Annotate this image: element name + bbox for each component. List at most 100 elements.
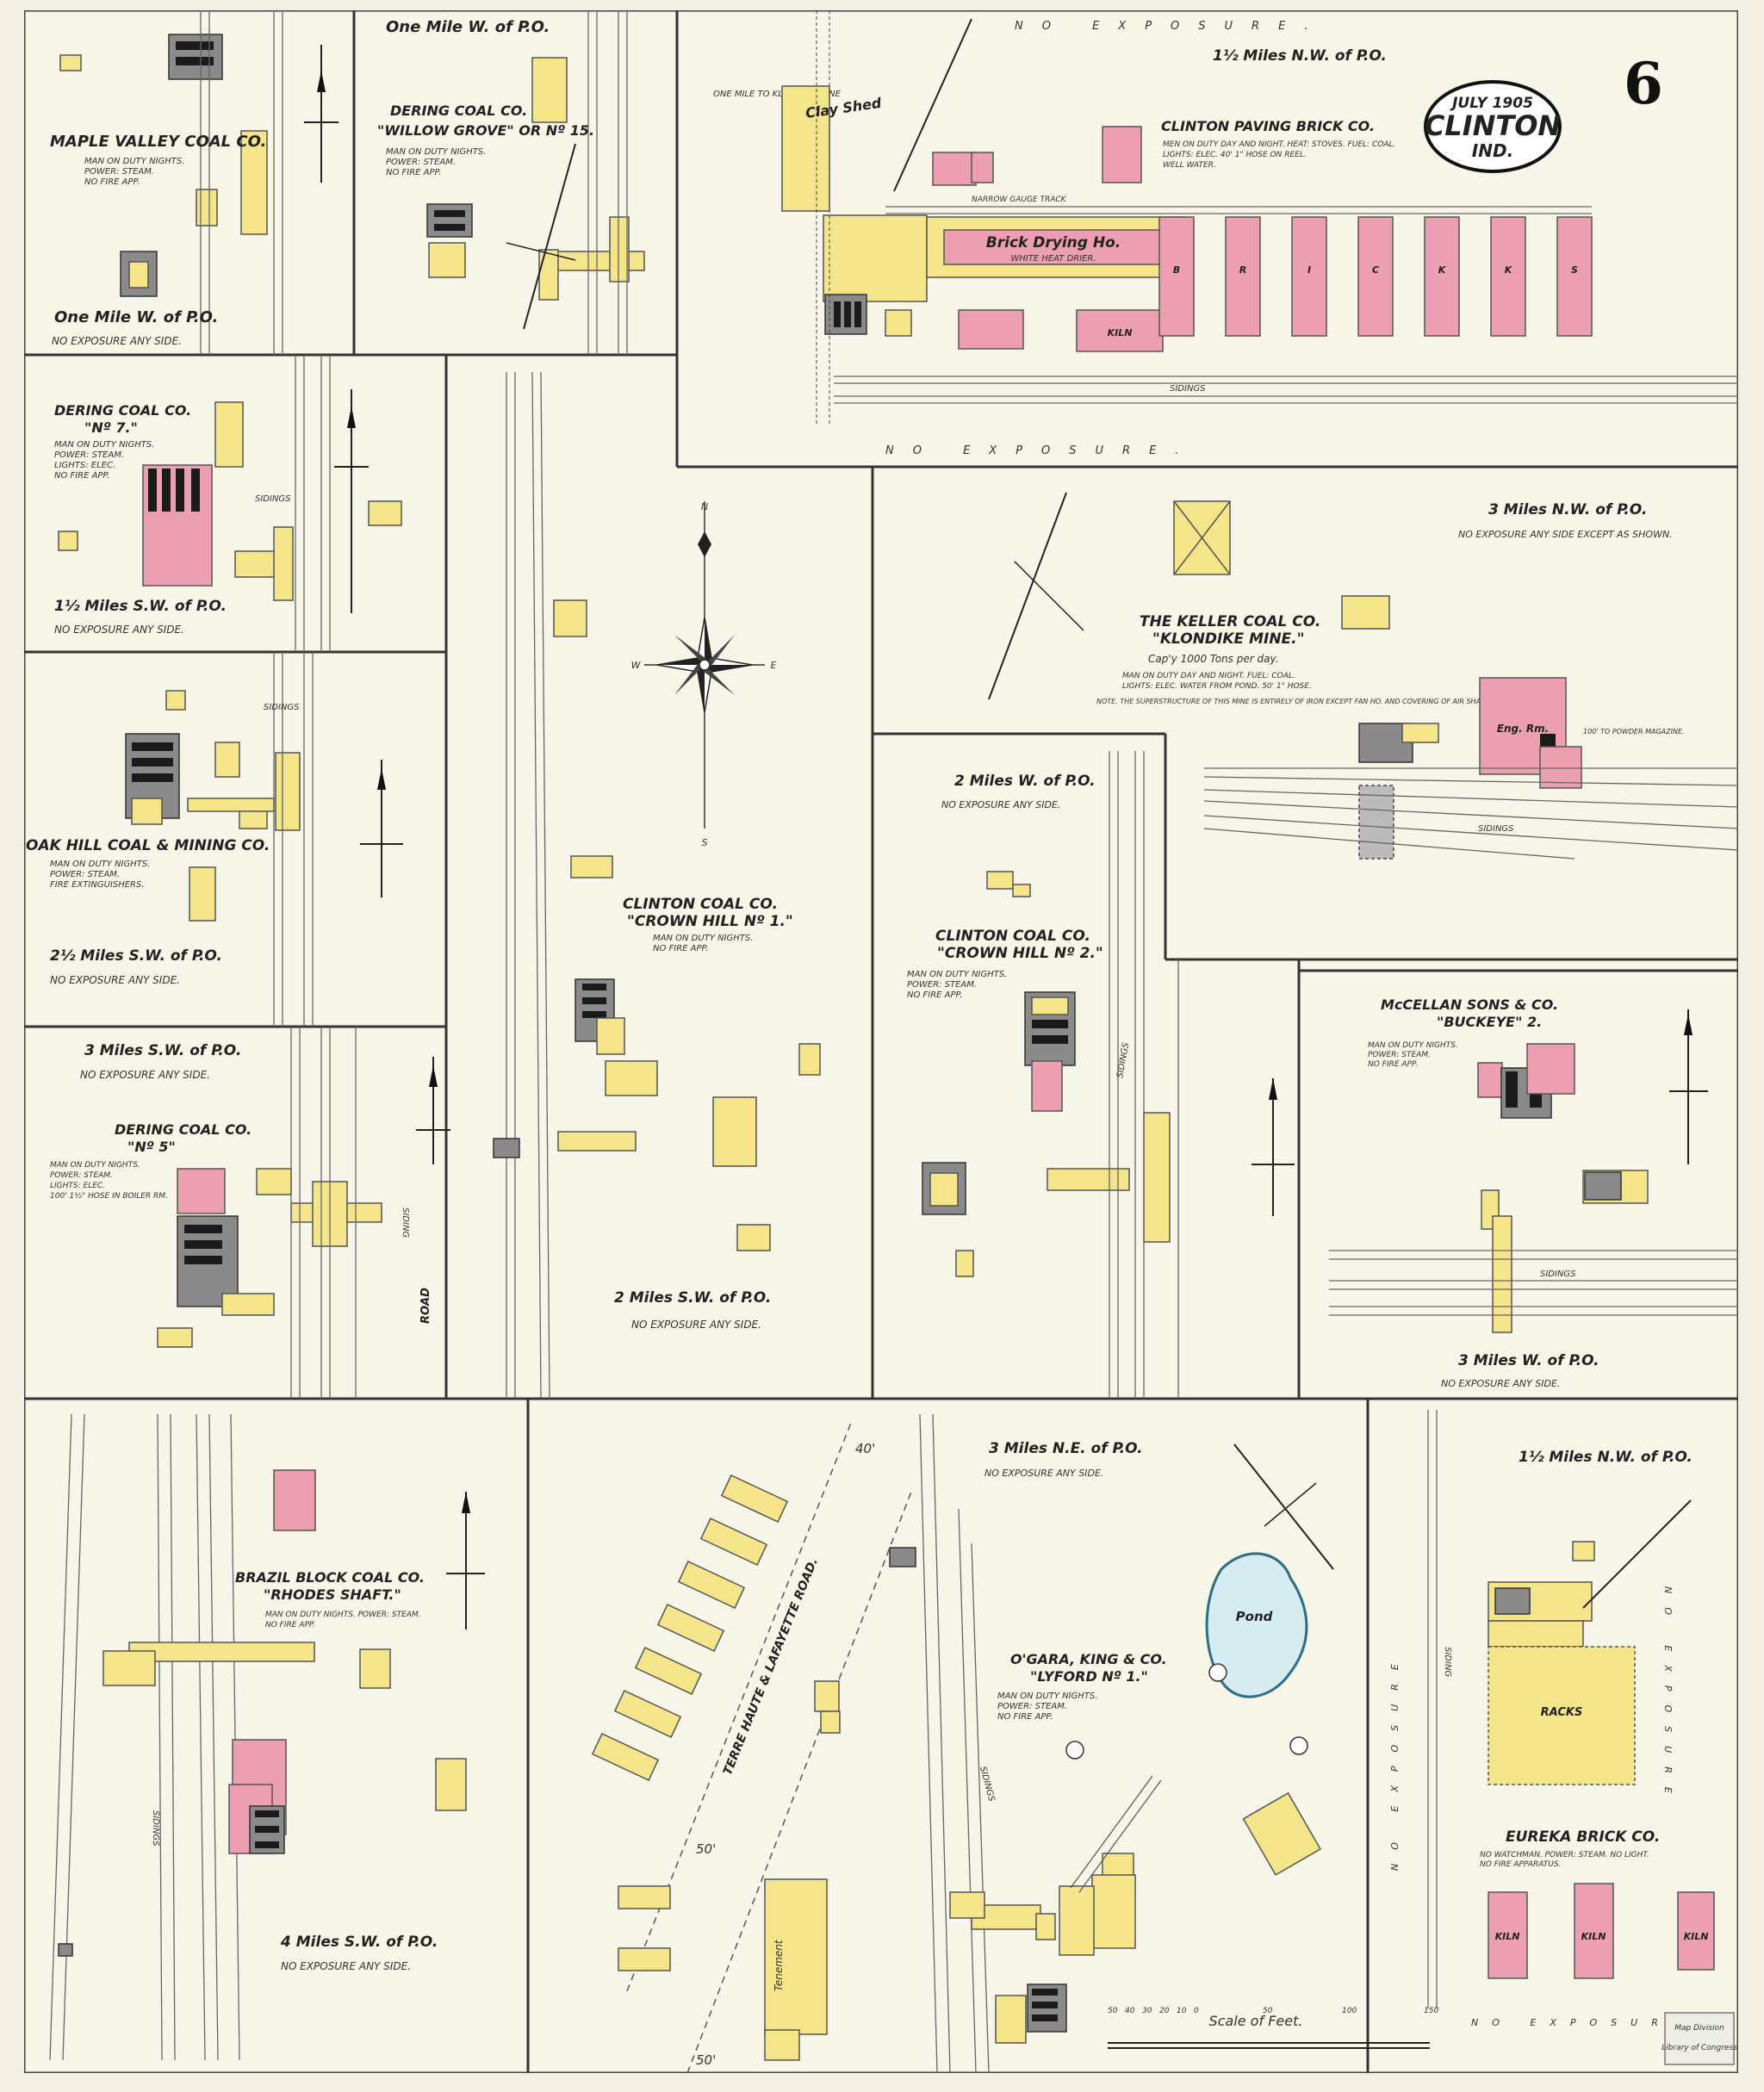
svg-text:MAN ON DUTY NIGHTS.: MAN ON DUTY NIGHTS. [50, 860, 150, 869]
svg-text:"CROWN HILL Nº 1.": "CROWN HILL Nº 1." [627, 913, 793, 930]
blacksmith [189, 866, 216, 922]
engine-room [1479, 677, 1567, 775]
svg-text:NOTE. THE SUPERSTRUCTURE OF TH: NOTE. THE SUPERSTRUCTURE OF THIS MINE IS… [1096, 698, 1490, 705]
svg-text:NO EXPOSURE ANY SIDE.: NO EXPOSURE ANY SIDE. [54, 624, 184, 636]
svg-text:NO WATCHMAN. POWER: STEAM. NO: NO WATCHMAN. POWER: STEAM. NO LIGHT. [1480, 1851, 1649, 1859]
blacksmith-a [273, 1469, 316, 1531]
svg-text:"KLONDIKE MINE.": "KLONDIKE MINE." [1152, 630, 1304, 648]
svg-text:CLINTON COAL CO.: CLINTON COAL CO. [623, 896, 778, 913]
svg-text:POWER: STEAM.: POWER: STEAM. [50, 870, 120, 879]
svg-text:MAN ON DUTY NIGHTS.: MAN ON DUTY NIGHTS. [50, 1161, 140, 1170]
sanborn-map-sheet: JULY 1905 CLINTON IND. 6 MAPLE VALLEY CO… [24, 10, 1738, 2073]
svg-text:100' TO POWDER MAGAZINE.: 100' TO POWDER MAGAZINE. [1583, 728, 1685, 736]
brick-kiln-1 [1158, 216, 1195, 337]
svg-text:NO FIRE APP.: NO FIRE APP. [386, 168, 441, 177]
panel-maple-valley: MAPLE VALLEY COAL CO. MAN ON DUTY NIGHTS… [50, 10, 339, 355]
boiler-house [426, 203, 473, 238]
sheet-date: JULY 1905 [1450, 95, 1533, 112]
svg-text:POWER: STEAM.: POWER: STEAM. [997, 1702, 1067, 1711]
tipple [128, 1642, 315, 1662]
svg-text:MAN ON DUTY NIGHTS.: MAN ON DUTY NIGHTS. [54, 440, 154, 450]
svg-text:NO EXPOSURE ANY SIDE EXCEPT AS: NO EXPOSURE ANY SIDE EXCEPT AS SHOWN. [1458, 529, 1673, 540]
svg-text:NO FIRE APP.: NO FIRE APP. [84, 177, 140, 187]
svg-text:CLINTON PAVING BRICK CO.: CLINTON PAVING BRICK CO. [1161, 118, 1375, 134]
svg-text:LIGHTS: ELEC.: LIGHTS: ELEC. [54, 461, 115, 470]
svg-text:"LYFORD Nº 1.": "LYFORD Nº 1." [1030, 1668, 1148, 1685]
blacksmith [214, 401, 244, 468]
svg-text:POWER: STEAM.: POWER: STEAM. [50, 1171, 113, 1180]
brick-kiln-2 [1225, 216, 1261, 337]
svg-text:WELL WATER.: WELL WATER. [1163, 161, 1216, 170]
brick-kiln-6 [1490, 216, 1526, 337]
panel-lyford: 3 Miles N.E. of P.O. NO EXPOSURE ANY SID… [919, 1413, 1334, 2073]
svg-text:SIDING: SIDING [401, 1207, 410, 1238]
svg-text:POWER: STEAM.: POWER: STEAM. [54, 450, 124, 460]
blacksmith-f [712, 1096, 757, 1167]
svg-text:Map Division: Map Division [1674, 2024, 1724, 2033]
panel-borders [24, 10, 1738, 2073]
svg-text:Scale of Feet.: Scale of Feet. [1209, 2013, 1303, 2029]
svg-text:30: 30 [1142, 2007, 1152, 2015]
svg-text:NO FIRE APPARATUS.: NO FIRE APPARATUS. [1480, 1860, 1561, 1869]
engine-house [1031, 1060, 1063, 1112]
panel-crown-hill-1: N S W E CLINTON COAL CO. "CROWN HILL Nº … [493, 371, 821, 1400]
building-x [1242, 1791, 1322, 1876]
svg-text:MAN ON DUTY NIGHTS.: MAN ON DUTY NIGHTS. [386, 147, 486, 157]
panel-tenements: TERRE HAUTE & LAFAYETTE ROAD. 40' 50' 50… [591, 1422, 916, 2073]
svg-text:POWER: STEAM.: POWER: STEAM. [907, 980, 977, 990]
sheet-header: JULY 1905 CLINTON IND. 6 [1424, 50, 1663, 173]
svg-text:NO EXPOSURE: NO EXPOSURE [1471, 2017, 1692, 2028]
svg-text:40': 40' [855, 1441, 875, 1456]
panel-rhodes: SIDINGS BRAZIL BLOCK COAL CO. "RHODES SH… [49, 1413, 485, 2061]
svg-text:LIGHTS: ELEC.: LIGHTS: ELEC. [50, 1182, 105, 1190]
map-canvas: JULY 1905 CLINTON IND. 6 MAPLE VALLEY CO… [24, 10, 1738, 2073]
svg-text:KILN: KILN [1495, 1931, 1520, 1942]
svg-text:NO FIRE APP.: NO FIRE APP. [997, 1712, 1053, 1722]
city-cartouche [1424, 80, 1562, 173]
panel-paving-brick: NO EXPOSURE. 1½ Miles N.W. of P.O. ONE M… [713, 10, 1738, 457]
svg-text:CLINTON COAL CO.: CLINTON COAL CO. [935, 928, 1090, 945]
svg-text:DERING COAL CO.: DERING COAL CO. [390, 102, 527, 119]
sheet-number: 6 [1624, 50, 1663, 117]
racks [1488, 1646, 1636, 1785]
svg-text:3 Miles N.E. of P.O.: 3 Miles N.E. of P.O. [989, 1440, 1143, 1457]
svg-text:MAN ON DUTY NIGHTS. POWER: STE: MAN ON DUTY NIGHTS. POWER: STEAM. [265, 1611, 421, 1619]
svg-text:NO EXPOSURE: NO EXPOSURE [1662, 1586, 1674, 1807]
svg-text:"CROWN HILL Nº 2.": "CROWN HILL Nº 2." [937, 945, 1103, 962]
svg-text:POWER: STEAM.: POWER: STEAM. [84, 167, 154, 177]
svg-text:LIGHTS: ELEC. WATER FROM POND.: LIGHTS: ELEC. WATER FROM POND. 50' 1" HO… [1122, 682, 1312, 691]
svg-text:ROAD: ROAD [419, 1288, 432, 1324]
svg-text:THE KELLER COAL CO.: THE KELLER COAL CO. [1140, 613, 1320, 630]
compass-n: N [701, 501, 708, 512]
svg-text:SIDING: SIDING [1443, 1647, 1452, 1677]
svg-text:"WILLOW GROVE" OR Nº 15.: "WILLOW GROVE" OR Nº 15. [377, 122, 594, 139]
svg-text:NO EXPOSURE ANY SIDE.: NO EXPOSURE ANY SIDE. [281, 1960, 411, 1972]
svg-text:3 Miles S.W. of P.O.: 3 Miles S.W. of P.O. [84, 1042, 241, 1059]
svg-text:Cap'y 1000 Tons per day.: Cap'y 1000 Tons per day. [1148, 653, 1278, 665]
panel-mccellan: McCELLAN SONS & CO. "BUCKEYE" 2. MAN ON … [1329, 996, 1738, 1389]
svg-text:SIDINGS: SIDINGS [1478, 824, 1514, 834]
svg-text:LIGHTS: ELEC. 40' 1" HOSE ON R: LIGHTS: ELEC. 40' 1" HOSE ON REEL. [1163, 151, 1307, 159]
svg-text:2 Miles S.W. of P.O.: 2 Miles S.W. of P.O. [614, 1289, 771, 1307]
tipple [240, 130, 268, 235]
svg-text:50: 50 [1108, 2007, 1118, 2015]
svg-text:FIRE EXTINGUISHERS.: FIRE EXTINGUISHERS. [50, 880, 145, 890]
fan-house [570, 855, 613, 878]
powder-magazine [553, 599, 587, 637]
maple-title: MAPLE VALLEY COAL CO. [50, 133, 266, 151]
engine-o [932, 152, 977, 186]
svg-text:S: S [1571, 264, 1578, 276]
pond [1205, 1552, 1308, 1698]
svg-text:NO FIRE APP.: NO FIRE APP. [653, 944, 708, 953]
svg-text:40: 40 [1125, 2007, 1135, 2015]
svg-text:NO EXPOSURE: NO EXPOSURE [1389, 1650, 1401, 1871]
svg-text:1½ Miles S.W. of P.O.: 1½ Miles S.W. of P.O. [54, 598, 227, 615]
svg-text:NO FIRE APP.: NO FIRE APP. [1368, 1060, 1418, 1069]
svg-text:NO FIRE APP.: NO FIRE APP. [54, 471, 109, 481]
svg-text:MAN ON DUTY NIGHTS.: MAN ON DUTY NIGHTS. [997, 1692, 1097, 1701]
state-name: IND. [1472, 140, 1513, 161]
svg-text:NO FIRE APP.: NO FIRE APP. [265, 1621, 315, 1630]
kiln [1076, 309, 1164, 352]
svg-text:OAK HILL COAL & MINING CO.: OAK HILL COAL & MINING CO. [26, 837, 270, 854]
scale-bar: Scale of Feet. 50 40 30 20 10 0 50 100 1… [1108, 2007, 1438, 2049]
